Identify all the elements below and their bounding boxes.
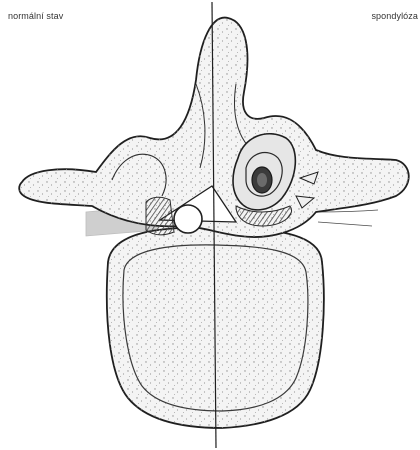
nerve-root-circle (174, 205, 202, 233)
